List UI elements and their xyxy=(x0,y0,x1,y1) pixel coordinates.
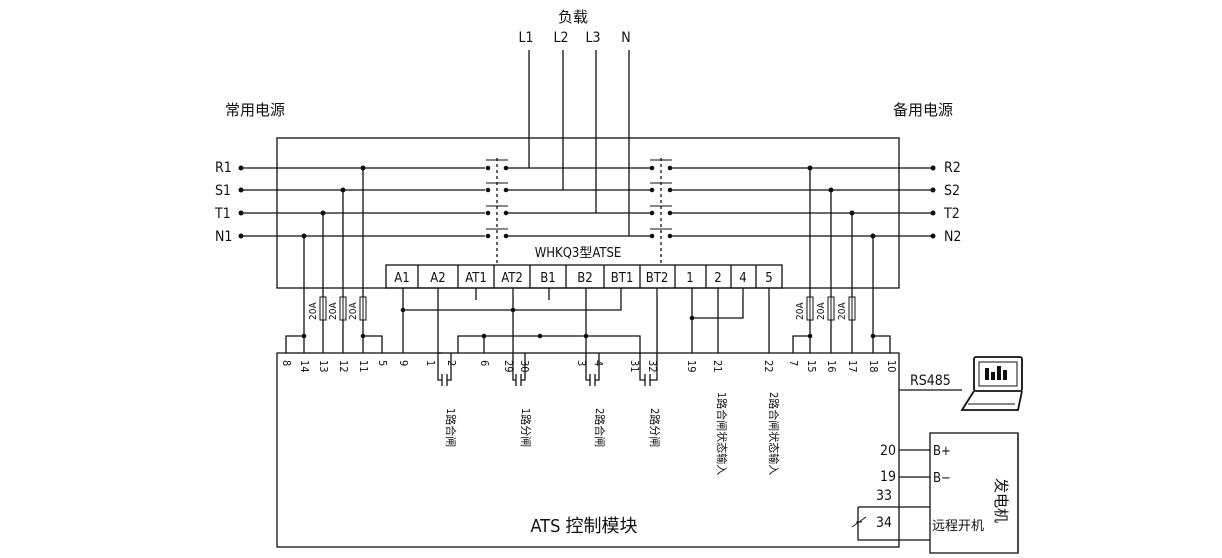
pin-31: 31 xyxy=(628,360,641,373)
laptop-icon xyxy=(960,356,1023,411)
phase-n1: N1 xyxy=(215,229,232,245)
generator-title: 发电机 xyxy=(992,478,1010,523)
pin-29: 29 xyxy=(502,360,515,373)
load-line-l3: L3 xyxy=(585,30,600,46)
gen-label-bplus: B+ xyxy=(933,444,951,459)
gen-pin-19: 19 xyxy=(880,469,896,485)
main-source-title: 常用电源 xyxy=(225,101,285,119)
load-line-n: N xyxy=(621,30,630,46)
phase-t1: T1 xyxy=(214,206,231,222)
output-label-2: 1路分闸 xyxy=(519,408,532,447)
main-taps xyxy=(301,165,366,353)
pin-19: 19 xyxy=(685,360,698,373)
backup-pin-wires xyxy=(792,333,891,353)
load-line-l1: L1 xyxy=(518,30,533,46)
backup-fuses: 20A 20A 20A xyxy=(795,296,856,321)
rs485-link: RS485 xyxy=(899,373,962,391)
backup-taps xyxy=(807,165,876,353)
fuse-label-3: 20A xyxy=(348,302,359,320)
fuse-label-1: 20A xyxy=(308,302,319,320)
main-output-wires xyxy=(506,167,629,237)
load-section: 负载 L1 L2 L3 N xyxy=(518,8,631,236)
backup-phase-labels: R2 S2 T2 N2 xyxy=(943,160,961,245)
pin-15: 15 xyxy=(805,360,818,373)
gen-label-bminus: B− xyxy=(933,471,951,486)
atse-terminal-strip: A1 A2 AT1 AT2 B1 B2 BT1 BT2 1 2 4 5 xyxy=(385,264,783,289)
load-title: 负载 xyxy=(558,8,588,26)
pin-10: 10 xyxy=(885,360,898,373)
fuse-label-2: 20A xyxy=(328,302,339,320)
main-phase-labels: R1 S1 T1 N1 xyxy=(214,160,232,245)
pin-13: 13 xyxy=(317,360,330,373)
atse-model-label: WHKQ3型ATSE xyxy=(535,246,622,261)
module-pin-numbers: 8 14 13 12 11 5 9 1 2 6 29 30 3 4 31 32 … xyxy=(280,360,898,373)
main-pin-wires xyxy=(285,333,383,353)
terminal-a2: A2 xyxy=(430,271,445,286)
terminal-bt1: BT1 xyxy=(611,271,634,286)
output-label-6: 2路合闸状态输入 xyxy=(767,392,781,475)
pin-8: 8 xyxy=(280,360,293,366)
output-label-3: 2路合闸 xyxy=(593,408,607,447)
pin-22: 22 xyxy=(762,360,775,373)
backup-switch-contacts xyxy=(529,158,673,265)
phase-r2: R2 xyxy=(944,160,961,176)
pin-1: 1 xyxy=(424,360,437,366)
backup-bus-wires xyxy=(670,165,936,239)
fuse-label-5: 20A xyxy=(816,302,827,320)
pin-3: 3 xyxy=(575,360,588,366)
control-wires xyxy=(400,288,770,354)
pin-5: 5 xyxy=(376,360,389,366)
pin-14: 14 xyxy=(298,360,311,373)
pin-11: 11 xyxy=(357,360,370,373)
pin-18: 18 xyxy=(867,360,880,373)
module-title: ATS 控制模块 xyxy=(531,516,638,537)
output-label-5: 1路合闸状态输入 xyxy=(715,392,729,475)
terminal-1: 1 xyxy=(686,271,693,286)
phase-s2: S2 xyxy=(944,183,960,199)
terminal-2: 2 xyxy=(714,271,721,286)
terminal-5: 5 xyxy=(765,271,772,286)
pin-6: 6 xyxy=(478,360,491,366)
phase-s1: S1 xyxy=(215,183,231,199)
gen-pin-20: 20 xyxy=(880,443,896,459)
phase-t2: T2 xyxy=(943,206,960,222)
load-line-l2: L2 xyxy=(553,30,568,46)
main-fuses: 20A 20A 20A xyxy=(308,296,367,321)
generator-terminals: 20 B+ 19 B− 33 34 远程开机 xyxy=(851,443,984,541)
terminal-bt2: BT2 xyxy=(646,271,669,286)
rs485-label: RS485 xyxy=(910,373,951,389)
terminal-b2: B2 xyxy=(577,271,592,286)
phase-r1: R1 xyxy=(215,160,232,176)
pin-17: 17 xyxy=(846,360,859,373)
relay-contacts xyxy=(437,353,658,386)
gen-pin-34: 34 xyxy=(876,515,892,531)
pin-32: 32 xyxy=(646,360,659,373)
pin-9: 9 xyxy=(397,360,410,366)
terminal-a1: A1 xyxy=(394,271,409,286)
main-bus-wires xyxy=(238,165,485,239)
pin-7: 7 xyxy=(787,360,800,366)
terminal-b1: B1 xyxy=(540,271,555,286)
terminal-at2: AT2 xyxy=(501,271,523,286)
phase-n2: N2 xyxy=(944,229,961,245)
output-label-4: 2路分闸 xyxy=(648,408,661,447)
gen-pin-33: 33 xyxy=(876,488,892,504)
pin-16: 16 xyxy=(825,360,838,373)
pin-21: 21 xyxy=(711,360,724,373)
module-output-labels: 1路合闸 1路分闸 2路合闸 2路分闸 1路合闸状态输入 2路合闸状态输入 xyxy=(444,392,781,475)
gen-label-remote-start: 远程开机 xyxy=(932,519,984,534)
backup-source-title: 备用电源 xyxy=(893,101,953,119)
fuse-label-4: 20A xyxy=(795,302,806,320)
pin-12: 12 xyxy=(337,360,350,373)
fuse-label-6: 20A xyxy=(837,302,848,320)
main-switch-contacts xyxy=(485,158,509,265)
output-label-1: 1路合闸 xyxy=(444,408,458,447)
terminal-at1: AT1 xyxy=(465,271,487,286)
terminal-4: 4 xyxy=(739,271,746,286)
